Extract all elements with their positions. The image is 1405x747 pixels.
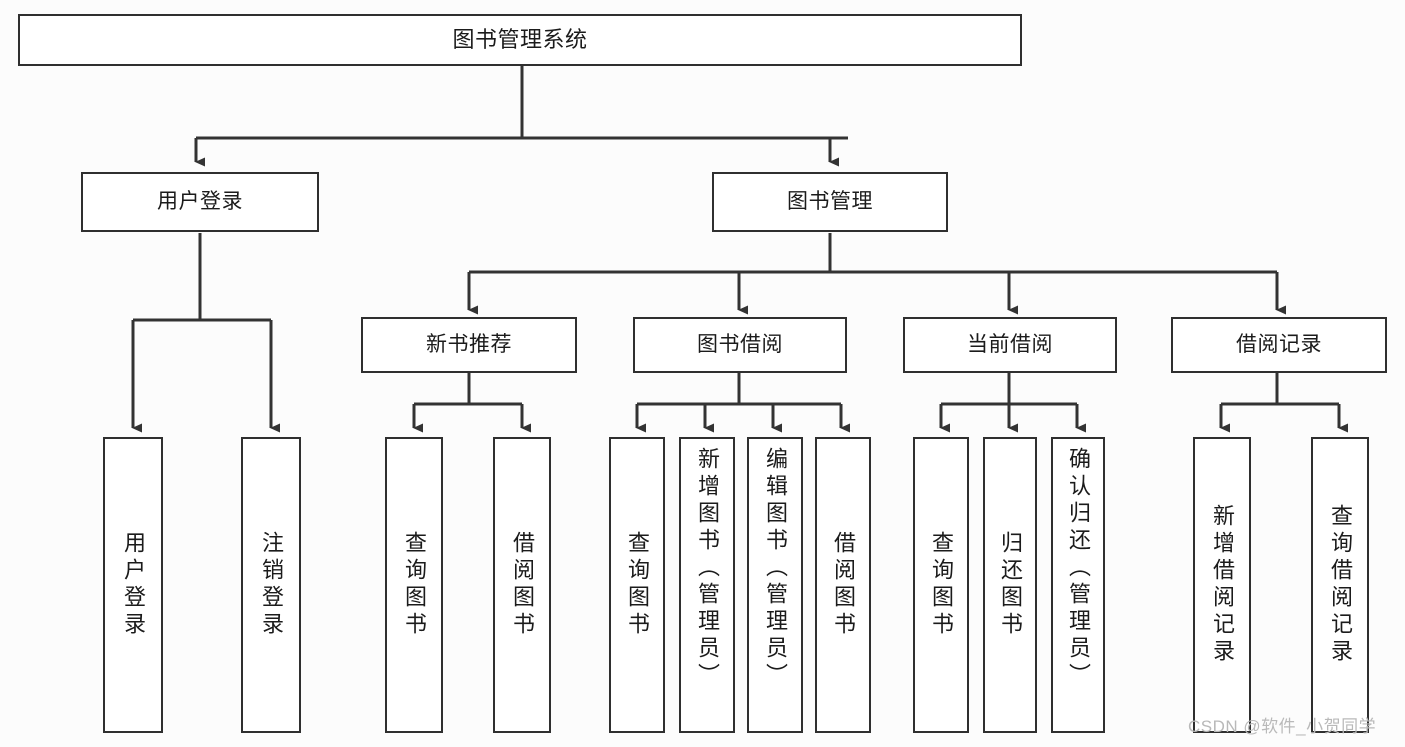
node-book-management[interactable]: 图书管理 xyxy=(712,172,948,232)
node-label: 归还图书 xyxy=(998,531,1023,639)
node-label: 当前借阅 xyxy=(967,332,1053,356)
node-label: 查询图书 xyxy=(402,531,427,639)
node-label: 查询图书 xyxy=(625,531,650,639)
leaf-current-borrow-confirm-return-admin[interactable]: 确认归还（管理员） xyxy=(1051,437,1105,733)
node-root-library-system[interactable]: 图书管理系统 xyxy=(18,14,1022,66)
leaf-user-login-login[interactable]: 用户登录 xyxy=(103,437,163,733)
node-label: 图书管理系统 xyxy=(452,27,588,53)
leaf-borrow-record-add-record[interactable]: 新增借阅记录 xyxy=(1193,437,1251,733)
node-borrowing-record[interactable]: 借阅记录 xyxy=(1171,317,1387,373)
node-label: 确认归还（管理员） xyxy=(1066,447,1091,690)
node-label: 编辑图书（管理员） xyxy=(763,447,788,690)
node-label: 用户登录 xyxy=(157,189,243,213)
node-label: 新增图书（管理员） xyxy=(695,447,720,690)
leaf-new-book-borrow-books[interactable]: 借阅图书 xyxy=(493,437,551,733)
node-label: 图书管理 xyxy=(787,189,873,213)
leaf-book-borrow-query-books[interactable]: 查询图书 xyxy=(609,437,665,733)
node-label: 注销登录 xyxy=(259,531,284,639)
node-current-borrowing[interactable]: 当前借阅 xyxy=(903,317,1117,373)
node-label: 查询借阅记录 xyxy=(1328,504,1353,666)
leaf-borrow-record-query-record[interactable]: 查询借阅记录 xyxy=(1311,437,1369,733)
leaf-new-book-query-books[interactable]: 查询图书 xyxy=(385,437,443,733)
leaf-current-borrow-query-books[interactable]: 查询图书 xyxy=(913,437,969,733)
node-label: 用户登录 xyxy=(121,531,146,639)
leaf-book-borrow-edit-book-admin[interactable]: 编辑图书（管理员） xyxy=(747,437,803,733)
node-book-borrowing[interactable]: 图书借阅 xyxy=(633,317,847,373)
node-label: 图书借阅 xyxy=(697,332,783,356)
node-user-login[interactable]: 用户登录 xyxy=(81,172,319,232)
node-label: 新增借阅记录 xyxy=(1210,504,1235,666)
node-label: 查询图书 xyxy=(929,531,954,639)
leaf-book-borrow-borrow-books[interactable]: 借阅图书 xyxy=(815,437,871,733)
node-label: 新书推荐 xyxy=(426,332,512,356)
node-new-book-recommendation[interactable]: 新书推荐 xyxy=(361,317,577,373)
leaf-current-borrow-return-books[interactable]: 归还图书 xyxy=(983,437,1037,733)
node-label: 借阅图书 xyxy=(831,531,856,639)
leaf-book-borrow-add-book-admin[interactable]: 新增图书（管理员） xyxy=(679,437,735,733)
node-label: 借阅记录 xyxy=(1236,332,1322,356)
node-label: 借阅图书 xyxy=(510,531,535,639)
leaf-user-login-logout[interactable]: 注销登录 xyxy=(241,437,301,733)
